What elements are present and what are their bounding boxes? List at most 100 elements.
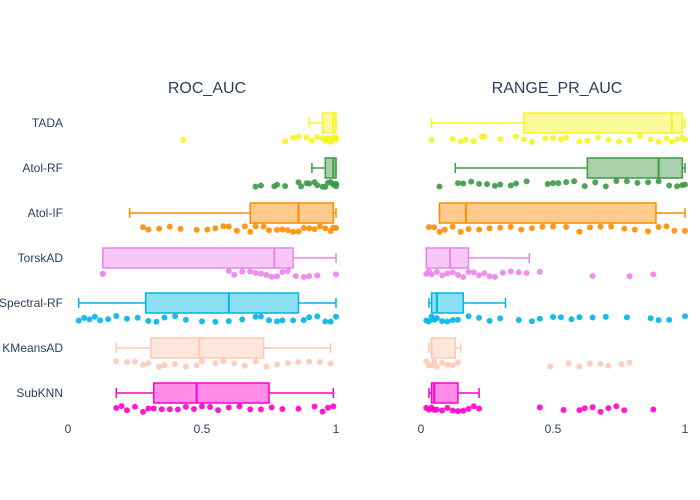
data-point-spectral-rf-14	[528, 318, 535, 325]
data-point-atol-if-12	[528, 225, 535, 232]
data-point-spectral-rf-12	[172, 313, 179, 320]
data-point-subknn-18	[257, 406, 264, 413]
data-point-subknn-11	[190, 405, 197, 412]
data-point-subknn-8	[166, 406, 173, 413]
data-point-atol-rf-19	[613, 178, 620, 185]
data-point-kmeansad-16	[626, 359, 633, 366]
box-spectral-rf	[144, 292, 300, 314]
data-point-kmeansad-11	[576, 363, 583, 370]
data-point-tada-0	[428, 136, 435, 143]
data-point-subknn-7	[449, 407, 456, 414]
data-point-atol-if-13	[539, 223, 546, 230]
data-point-kmeansad-9	[547, 363, 554, 370]
data-point-subknn-9	[460, 407, 467, 414]
data-point-kmeansad-4	[433, 363, 440, 370]
data-point-atol-rf-22	[645, 179, 652, 186]
data-point-spectral-rf-20	[266, 317, 272, 324]
data-point-spectral-rf-8	[134, 314, 141, 321]
data-point-tada-10	[528, 138, 535, 145]
data-point-spectral-rf-7	[123, 315, 130, 322]
data-point-atol-if-21	[300, 225, 307, 232]
data-point-tada-24	[663, 135, 670, 142]
data-point-subknn-0	[113, 404, 120, 411]
data-point-subknn-13	[207, 403, 214, 410]
data-point-subknn-17	[589, 404, 596, 411]
category-label-kmeansad: KMeansAD	[2, 341, 63, 355]
data-point-atol-if-28	[333, 225, 339, 232]
data-point-spectral-rf-19	[576, 314, 583, 321]
data-point-tada-2	[290, 134, 297, 141]
data-point-kmeansad-0	[113, 358, 120, 365]
panel-range-pr-auc: RANGE_PR_AUC 0 0.5 1	[418, 80, 689, 436]
data-point-kmeansad-15	[252, 358, 259, 365]
box-kmeansad	[150, 337, 265, 359]
box-group-atol-if	[128, 202, 339, 235]
data-point-tada-26	[674, 136, 681, 143]
data-point-atol-rf-0	[436, 183, 443, 190]
data-point-torskad-13	[486, 273, 493, 280]
box-atol-rf	[586, 157, 684, 179]
category-labels: TADA Atol-RF Atol-IF TorskAD Spectral-RF…	[0, 116, 63, 400]
data-point-atol-if-10	[233, 227, 240, 234]
data-point-spectral-rf-19	[257, 313, 264, 320]
data-point-kmeansad-10	[199, 358, 205, 365]
data-point-torskad-8	[263, 272, 270, 279]
data-point-torskad-14	[300, 273, 307, 280]
data-point-spectral-rf-7	[449, 317, 456, 324]
data-point-spectral-rf-10	[153, 318, 160, 325]
box-group-kmeansad	[423, 337, 633, 370]
category-label-subknn: SubKNN	[16, 386, 63, 400]
data-point-tada-4	[303, 134, 310, 141]
data-point-atol-if-13	[252, 223, 259, 230]
data-point-tada-3	[462, 136, 469, 143]
data-point-kmeansad-6	[161, 362, 168, 369]
data-point-subknn-16	[581, 405, 588, 412]
data-point-atol-if-11	[518, 226, 525, 233]
data-point-subknn-4	[433, 406, 440, 413]
data-point-atol-rf-10	[314, 182, 321, 189]
data-point-tada-8	[513, 133, 520, 140]
x-axis-ticks-roc-auc: 0 0.5 1	[65, 422, 340, 436]
data-point-subknn-4	[140, 408, 147, 415]
data-point-torskad-14	[491, 273, 498, 280]
data-point-kmeansad-0	[423, 358, 430, 365]
data-point-atol-rf-25	[674, 183, 681, 190]
data-point-kmeansad-5	[439, 359, 446, 366]
data-point-subknn-8	[454, 408, 461, 415]
data-point-atol-if-19	[608, 223, 615, 230]
data-point-atol-if-26	[682, 227, 688, 234]
data-point-torskad-6	[252, 269, 259, 276]
x-tick-label-0-5: 0.5	[545, 422, 562, 436]
data-point-kmeansad-17	[274, 361, 281, 368]
category-label-spectral-rf: Spectral-RF	[0, 296, 63, 310]
data-point-atol-if-4	[177, 225, 184, 232]
data-point-atol-if-17	[586, 224, 593, 231]
data-point-atol-if-7	[476, 226, 483, 233]
data-point-spectral-rf-25	[666, 316, 673, 323]
data-point-atol-rf-10	[523, 178, 530, 185]
data-point-atol-rf-8	[507, 182, 514, 189]
data-point-atol-rf-16	[581, 183, 588, 190]
data-point-subknn-18	[597, 408, 604, 415]
box-group-subknn	[423, 382, 657, 415]
data-point-atol-rf-6	[491, 182, 498, 189]
data-point-subknn-20	[279, 406, 286, 413]
data-point-tada-4	[470, 138, 477, 145]
plot-area-range-pr-auc	[423, 112, 688, 415]
data-point-spectral-rf-14	[199, 318, 205, 325]
data-point-kmeansad-14	[605, 362, 612, 369]
data-point-torskad-2	[225, 268, 232, 275]
data-point-tada-20	[626, 136, 633, 143]
data-point-atol-if-25	[322, 225, 329, 232]
data-point-subknn-12	[476, 405, 483, 412]
data-point-atol-if-18	[284, 227, 291, 234]
box-group-atol-rf	[436, 157, 688, 190]
data-point-torskad-2	[428, 271, 435, 278]
data-point-subknn-16	[236, 403, 243, 410]
data-point-spectral-rf-26	[682, 313, 688, 320]
data-point-atol-if-18	[597, 223, 604, 230]
box-spectral-rf	[430, 292, 464, 314]
box-atol-if	[249, 202, 335, 224]
data-point-spectral-rf-2	[86, 316, 93, 323]
